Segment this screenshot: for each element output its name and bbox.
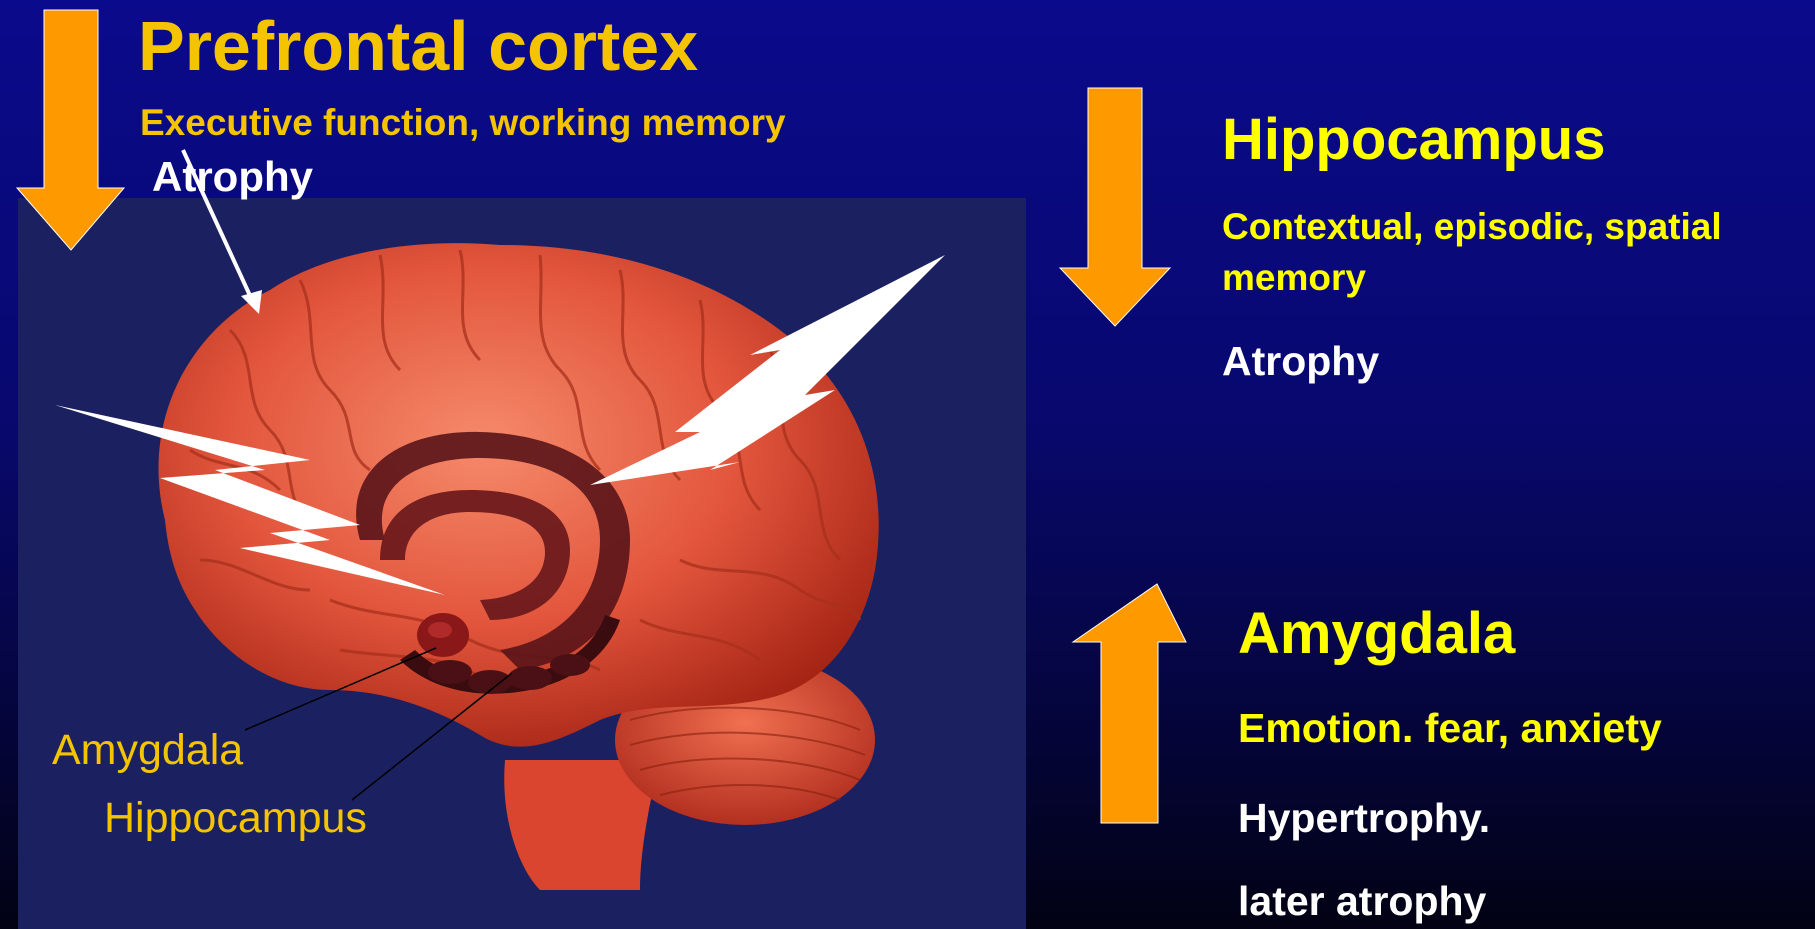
hippocampus-function-line2: memory bbox=[1222, 257, 1366, 299]
prefrontal-title: Prefrontal cortex bbox=[138, 6, 698, 86]
amygdala-function: Emotion. fear, anxiety bbox=[1238, 705, 1662, 752]
amygdala-up-arrow-icon bbox=[1073, 584, 1186, 823]
brain-illustration bbox=[159, 243, 879, 890]
hippocampus-function-line1: Contextual, episodic, spatial bbox=[1222, 206, 1722, 248]
brain-label-hippocampus: Hippocampus bbox=[104, 794, 367, 843]
prefrontal-down-arrow-icon bbox=[17, 10, 124, 250]
hippocampus-title: Hippocampus bbox=[1222, 106, 1606, 173]
brain-label-amygdala: Amygdala bbox=[52, 726, 243, 775]
prefrontal-function: Executive function, working memory bbox=[140, 102, 786, 144]
amygdala-change1: Hypertrophy. bbox=[1238, 795, 1490, 842]
hippocampus-down-arrow-icon bbox=[1060, 88, 1170, 326]
amygdala-change2: later atrophy bbox=[1238, 878, 1486, 925]
amygdala-title: Amygdala bbox=[1238, 600, 1515, 667]
hippocampus-change: Atrophy bbox=[1222, 338, 1379, 385]
prefrontal-change: Atrophy bbox=[152, 153, 313, 201]
